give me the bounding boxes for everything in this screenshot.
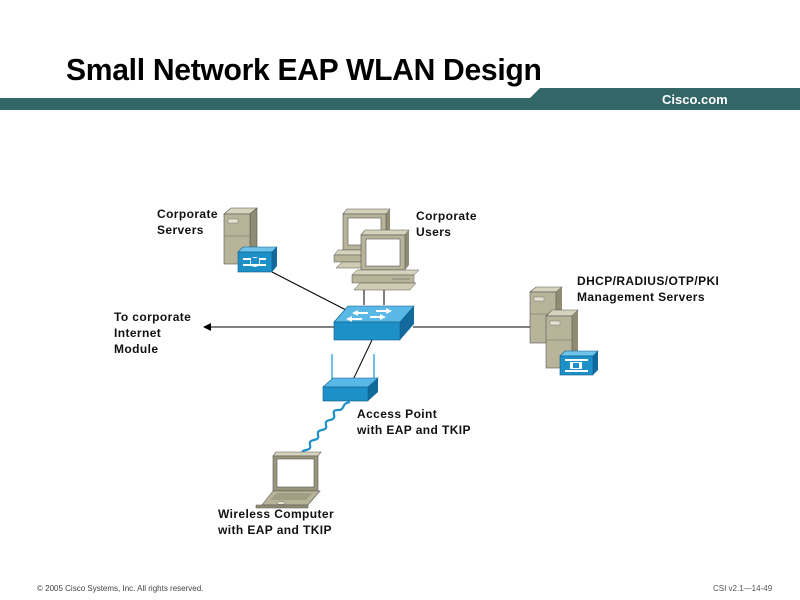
access-point-icon — [322, 354, 379, 402]
label-line: Servers — [157, 223, 204, 237]
label-line: Module — [114, 342, 159, 356]
label-internet-module: To corporate Internet Module — [114, 309, 191, 357]
label-line: Access Point — [357, 407, 438, 421]
workstation-icon-front — [351, 229, 420, 291]
workgroup-switch-icon — [333, 305, 415, 341]
label-management-servers: DHCP/RADIUS/OTP/PKI Management Servers — [577, 273, 719, 305]
label-corporate-servers: Corporate Servers — [157, 206, 218, 238]
link-switch-to-corporate-servers — [271, 271, 347, 311]
label-line: To corporate — [114, 310, 192, 324]
footer-slide-ref: CSI v2.1—14-49 — [713, 584, 773, 593]
label-line: with EAP and TKIP — [218, 523, 332, 537]
label-line: Internet — [114, 326, 162, 340]
label-line: with EAP and TKIP — [357, 423, 471, 437]
brand-label: Cisco.com — [662, 92, 728, 107]
header-banner — [0, 88, 800, 110]
link-switch-to-access-point — [351, 339, 373, 383]
banner-bar — [0, 88, 800, 110]
laptop-icon — [255, 451, 322, 509]
label-access-point: Access Point with EAP and TKIP — [357, 406, 471, 438]
slide-title: Small Network EAP WLAN Design — [66, 52, 542, 87]
switch-module-icon — [237, 246, 278, 273]
label-wireless-computer: Wireless Computer with EAP and TKIP — [218, 506, 334, 538]
wireless-link-icon — [299, 400, 351, 457]
label-line: Corporate — [416, 209, 477, 223]
label-line: Management Servers — [577, 290, 705, 304]
label-line: Wireless Computer — [218, 507, 335, 521]
label-corporate-users: Corporate Users — [416, 208, 477, 240]
management-switch-module-icon — [559, 350, 599, 376]
label-line: Users — [416, 225, 452, 239]
label-line: DHCP/RADIUS/OTP/PKI — [577, 274, 720, 288]
label-line: Corporate — [157, 207, 218, 221]
footer-copyright: © 2005 Cisco Systems, Inc. All rights re… — [37, 584, 204, 593]
